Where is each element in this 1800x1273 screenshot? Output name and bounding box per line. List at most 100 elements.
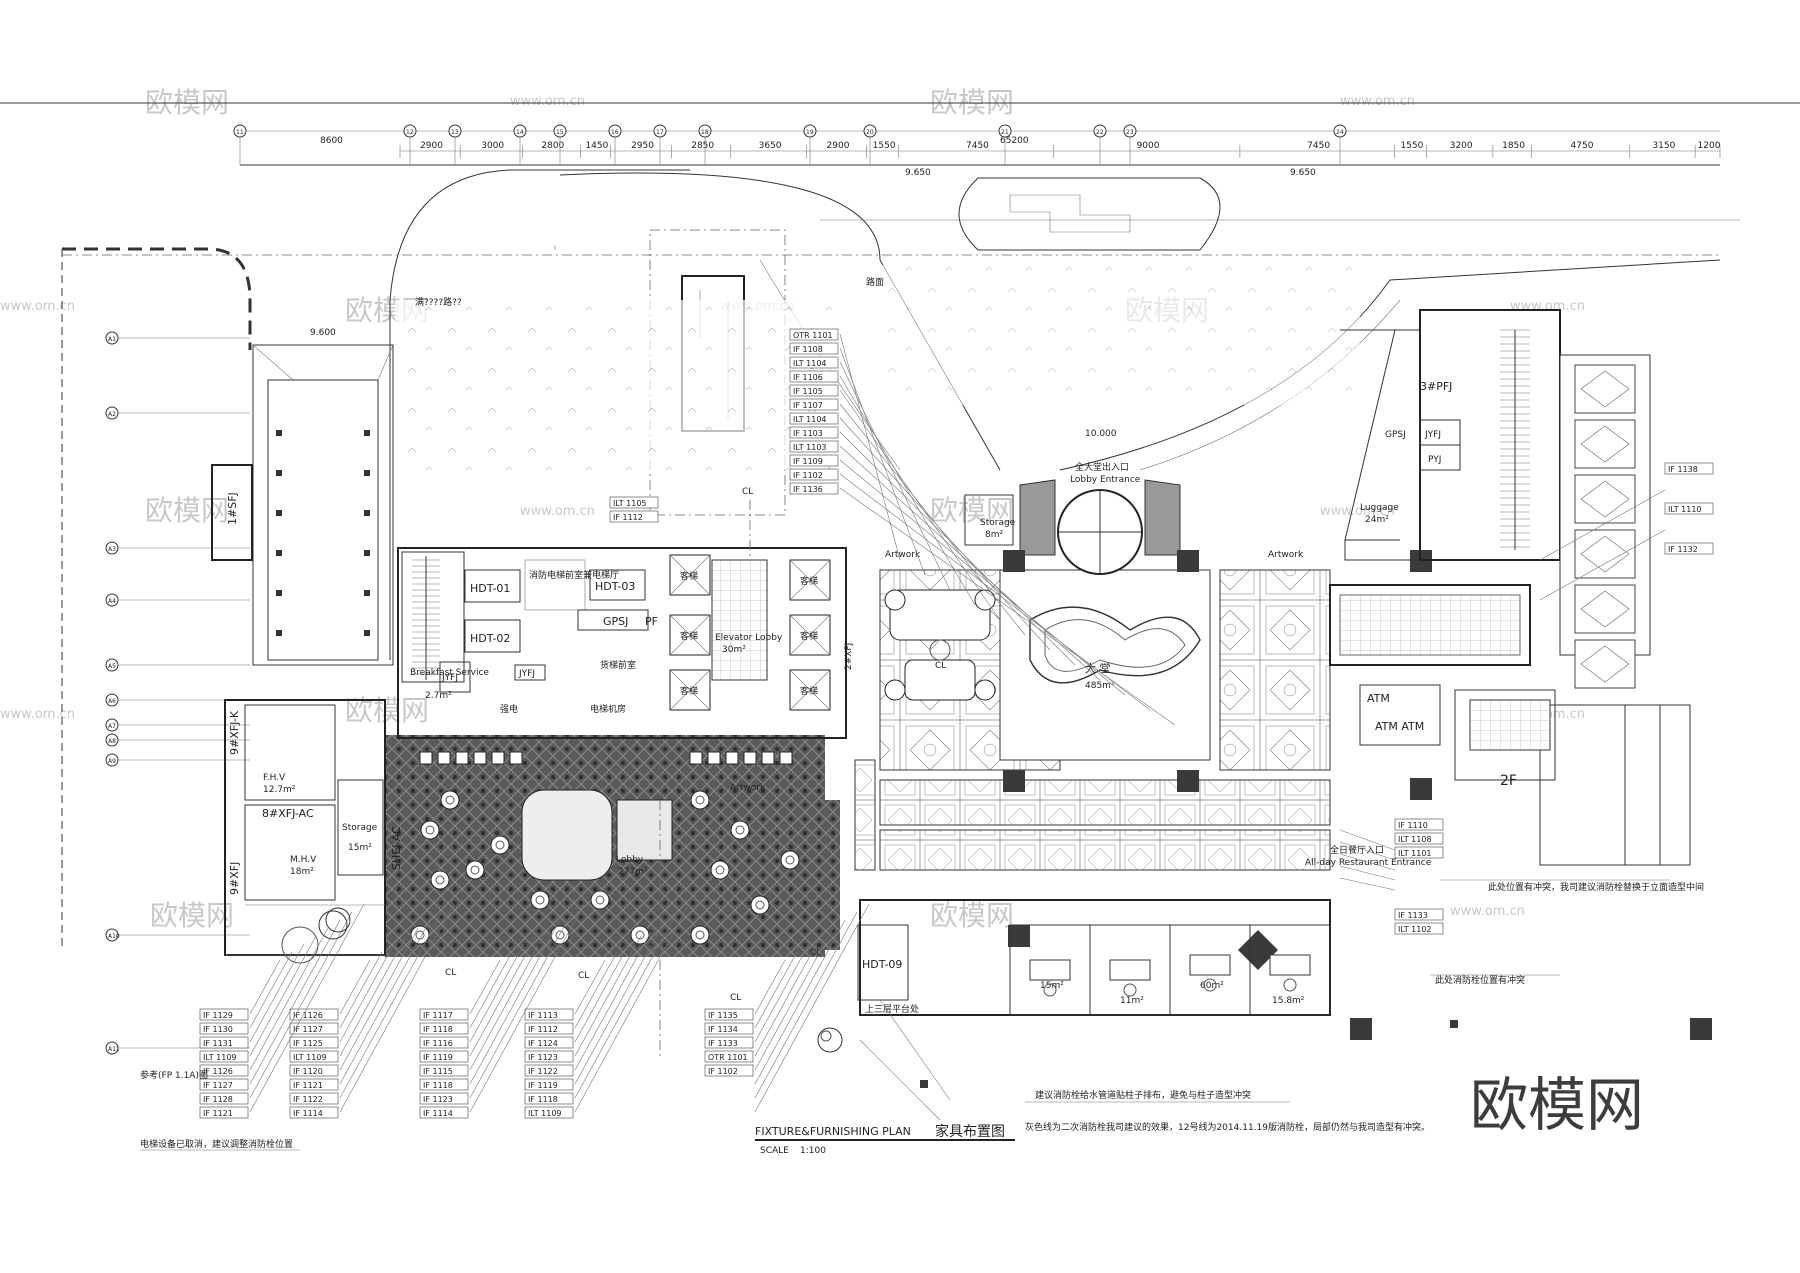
elevator-label: 客梯 [680, 685, 698, 697]
level-mark: 9.600 [310, 328, 336, 338]
fixture-tag: ILT 1109 [293, 1053, 327, 1062]
grid-bubble-label: 13 [451, 129, 459, 136]
elevator-label: 客梯 [800, 630, 818, 642]
fixture-tag: IF 1131 [203, 1039, 233, 1048]
grid-bubble-label: A9 [108, 758, 116, 765]
fixture-tag: IF 1138 [1668, 465, 1698, 474]
fixture-tag: IF 1118 [423, 1081, 453, 1090]
lounge-chair [420, 820, 440, 840]
equip-tag: JYFJ [518, 669, 535, 679]
office-chair [1283, 978, 1297, 992]
tag-box [1664, 462, 1714, 475]
room-area: 485m² [1085, 681, 1115, 691]
fixture-tag: IF 1120 [293, 1067, 323, 1076]
bar-stool [419, 751, 433, 765]
grid-bubble-label: 17 [656, 129, 664, 136]
fixture-tag: IF 1122 [293, 1095, 323, 1104]
fixture-tag: IF 1103 [793, 429, 823, 438]
lounge-chair [465, 860, 485, 880]
dim-segment: 1550 [873, 141, 896, 151]
fixture-tag: IF 1122 [528, 1067, 558, 1076]
tag-box [199, 1064, 249, 1077]
room-name: 大 堂 [1085, 661, 1111, 675]
dim-segment: 2800 [541, 141, 564, 151]
room-label: 强电 [500, 703, 518, 715]
grid-bubble-label: A10 [108, 933, 120, 940]
grid-bubble-label: A4 [108, 598, 116, 605]
note-elevator: 电梯设备已取消，建议调整消防栓位置 [140, 1138, 293, 1150]
watermark-url: www.om.cn [1320, 504, 1395, 519]
office-chair [1203, 978, 1217, 992]
equip-tag: PYJ [1428, 455, 1441, 465]
fixture-tag: IF 1116 [423, 1039, 453, 1048]
sfj-box [211, 464, 253, 561]
watermark-url: www.om.cn [0, 707, 75, 722]
right-wing: JYFJ PYJ GPSJ 3#PFJ Luggage 24m² ATM ATM… [1329, 309, 1691, 866]
fixture-tag: IF 1132 [1668, 545, 1698, 554]
tag-box [1394, 846, 1444, 859]
tag-box [199, 1106, 249, 1119]
equip-tag: 9#XFJ-K [228, 710, 241, 755]
bar-stool [725, 751, 739, 765]
tag-box [789, 356, 839, 369]
tag-box [199, 1008, 249, 1021]
desk [1269, 954, 1311, 976]
fixture-tag: IF 1105 [793, 387, 823, 396]
room-name: Luggage [1360, 503, 1399, 513]
armchair [974, 679, 996, 701]
tag-box [789, 328, 839, 341]
tag-box [199, 1092, 249, 1105]
bar-stool [707, 751, 721, 765]
lounge-chair [750, 895, 770, 915]
note-conflict-right: 此处位置有冲突，我司建议消防栓替换于立面造型中间 [1488, 881, 1704, 893]
tag-box [419, 1092, 469, 1105]
fixture-tag: IF 1114 [423, 1109, 453, 1118]
watermark-url: www.om.cn [1510, 299, 1585, 314]
equip-tag: GPSJ [1385, 430, 1406, 440]
cl-label: CL [578, 971, 589, 981]
equip-tag: 1#SFJ [226, 492, 239, 525]
tag-box [524, 1106, 574, 1119]
column [1177, 770, 1199, 792]
bar-stool [761, 751, 775, 765]
room-name: Storage [342, 823, 378, 833]
fixture-tag: IF 1135 [708, 1011, 738, 1020]
fixture-tag: ILT 1104 [793, 415, 827, 424]
desk [1109, 959, 1151, 981]
cl-label: CL [742, 487, 753, 497]
fixture-tag: IF 1119 [528, 1081, 558, 1090]
elevator-label: 客梯 [680, 570, 698, 582]
lounge-chair [590, 890, 610, 910]
grid-bubble-label: 21 [1001, 129, 1009, 136]
level-mark: 9.650 [905, 168, 931, 178]
tag-box [419, 1078, 469, 1091]
fixture-tag: IF 1106 [793, 373, 823, 382]
lounge-chair [490, 835, 510, 855]
atm-label: ATM ATM [1375, 720, 1424, 733]
column [1690, 1018, 1712, 1040]
lounge-chair [630, 925, 650, 945]
watermark-url: www.om.cn [510, 94, 585, 109]
grid-bubble-label: 19 [806, 129, 814, 136]
room-area: 8m² [985, 530, 1003, 540]
main-lobby: 大 堂 485m² 全大堂出入口 Lobby Entrance Storage … [730, 461, 1712, 1040]
watermark-brand-large: 欧模网 [1470, 1071, 1644, 1139]
office-chair [1043, 983, 1057, 997]
equip-tag: HDT-09 [862, 958, 902, 971]
bar-stool [473, 751, 487, 765]
equip-tag: JYFJ [1424, 430, 1441, 440]
fixture-tag: IF 1124 [528, 1039, 558, 1048]
room-area: 15m² [1040, 981, 1064, 991]
tag-box [789, 482, 839, 495]
tag-box [789, 454, 839, 467]
cl-label: CL [935, 661, 946, 671]
fixture-tag: IF 1114 [293, 1109, 323, 1118]
grid-bubble-label: 16 [611, 129, 619, 136]
column [1410, 778, 1432, 800]
lounge-chair [780, 850, 800, 870]
grid-bubble-label: 18 [701, 129, 709, 136]
grid-bubble-label: 11 [236, 129, 244, 136]
note-revision: 灰色线为二次消防栓我司建议的效果，12号线为2014.11.19版消防栓，局部仍… [1025, 1121, 1430, 1133]
